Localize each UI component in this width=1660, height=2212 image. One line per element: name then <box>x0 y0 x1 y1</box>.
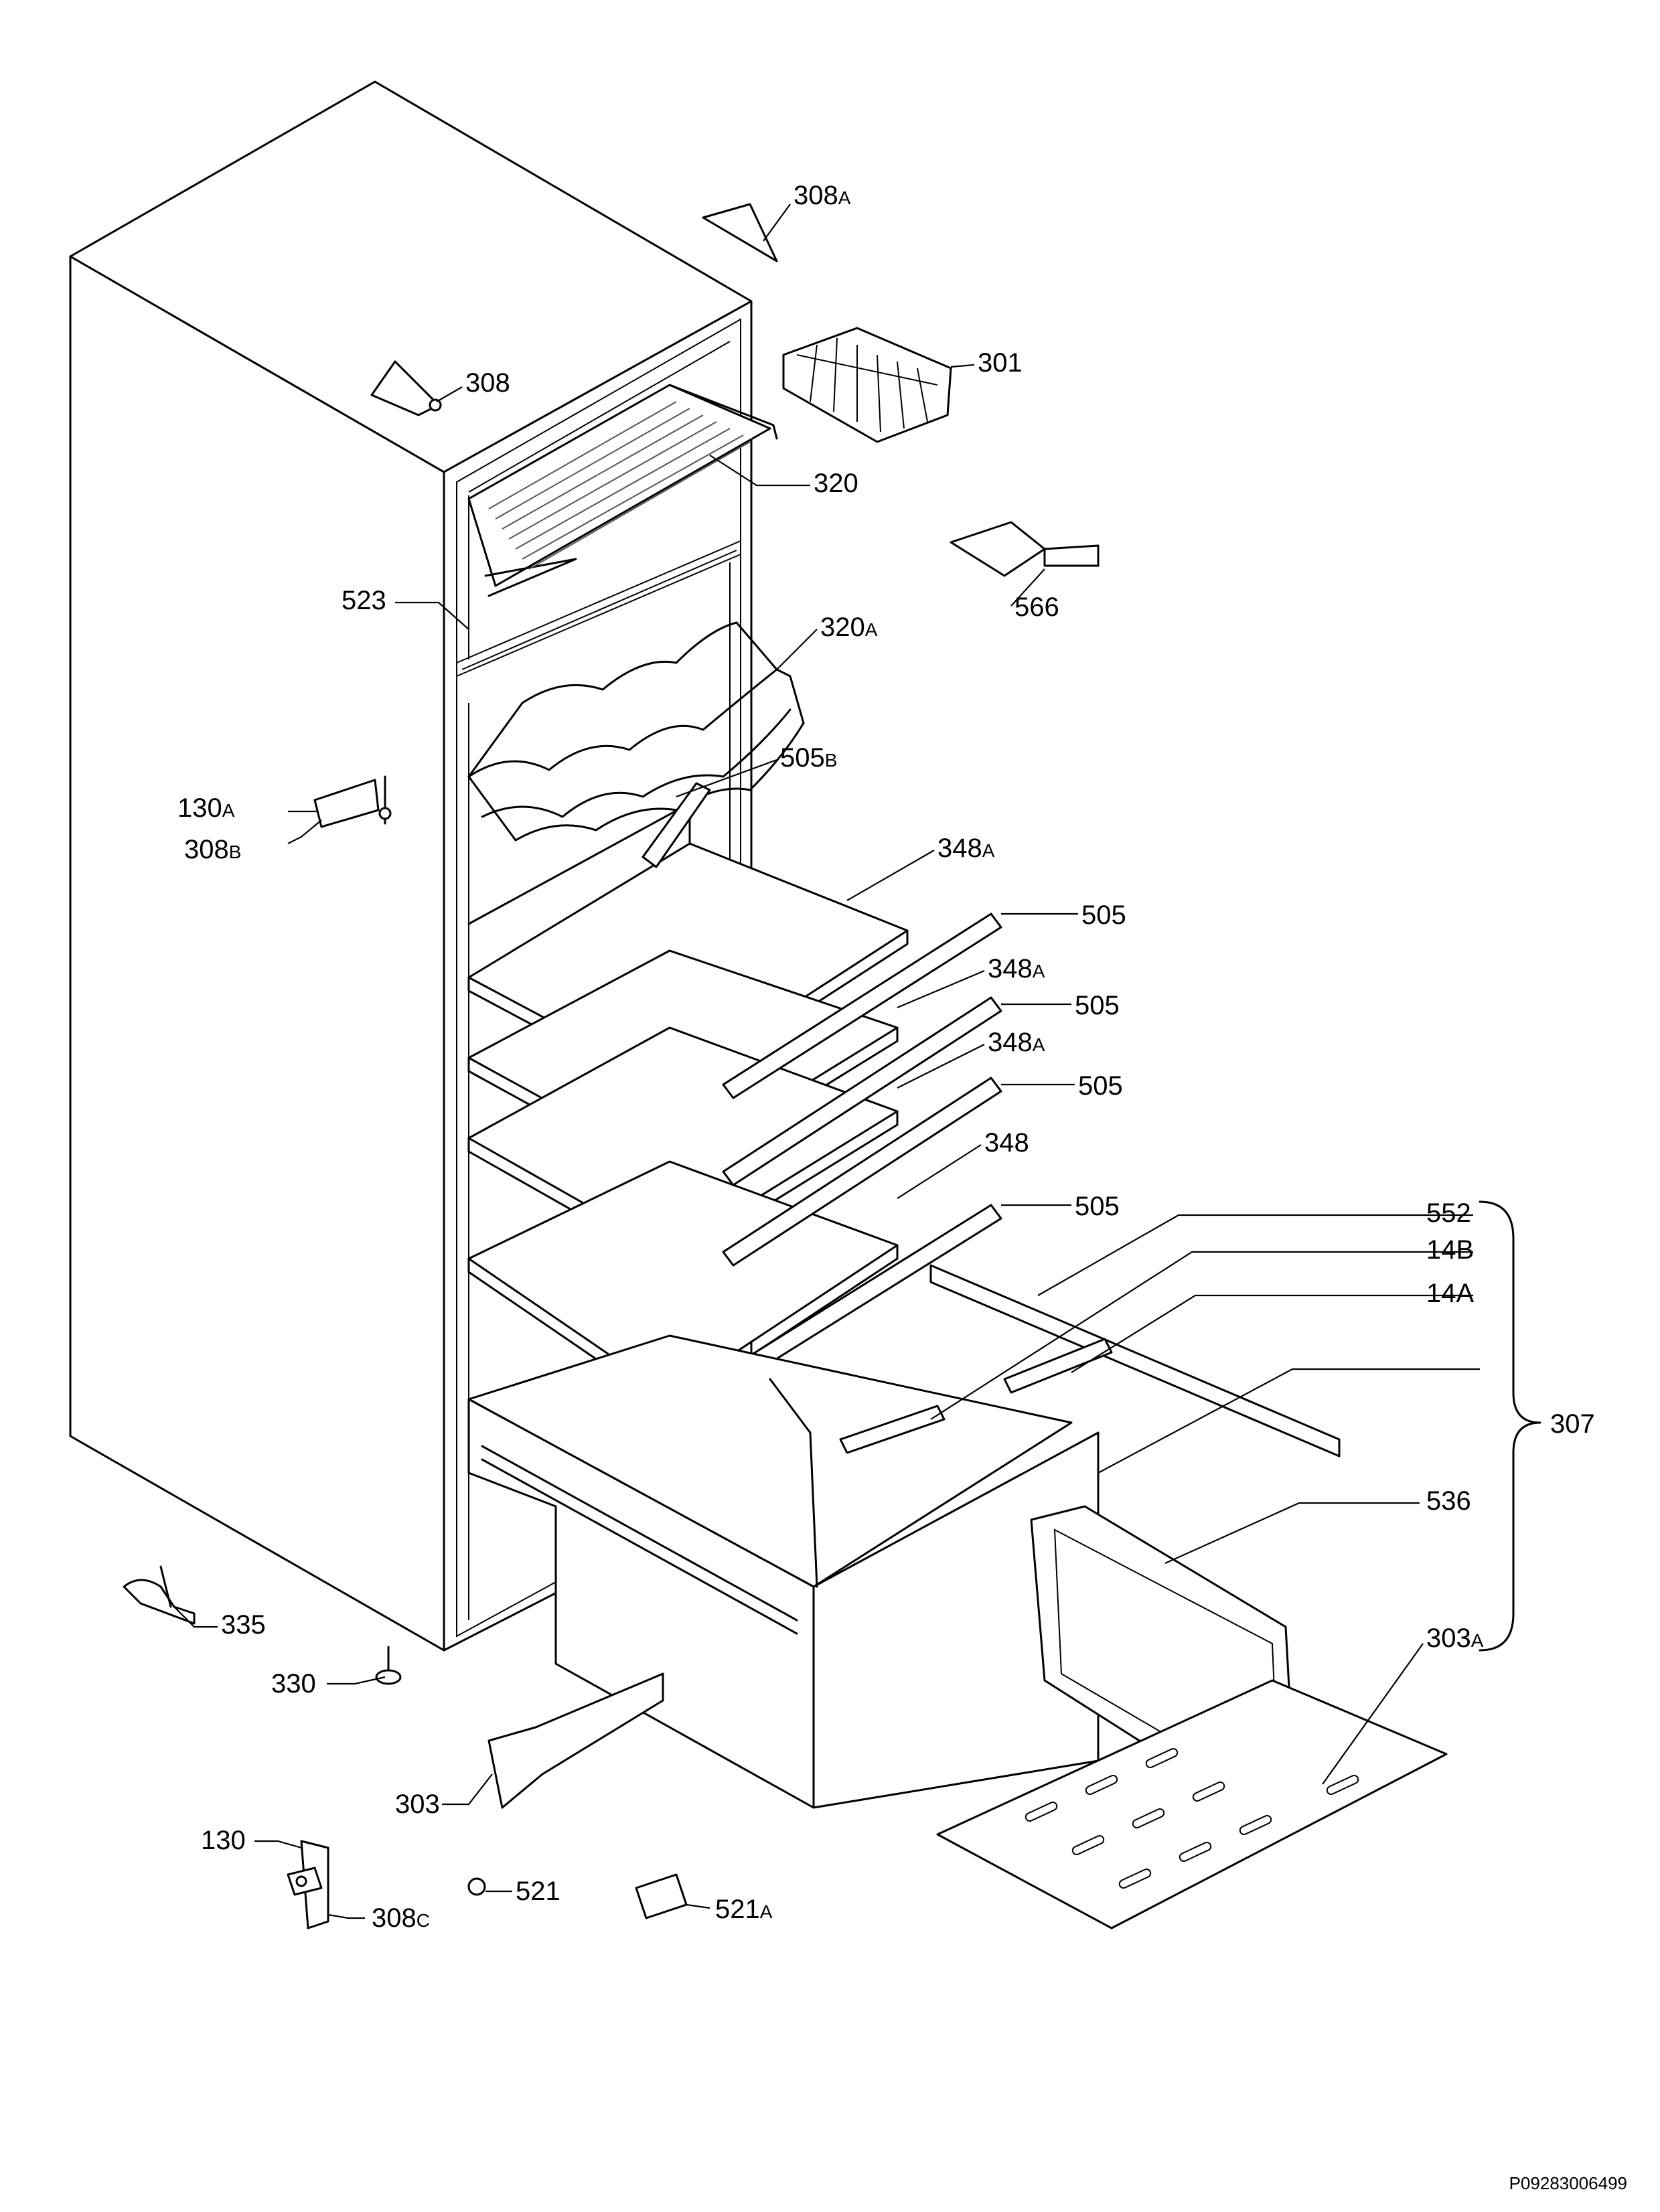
freezer-shelf-320 <box>467 384 778 597</box>
floor-plate-303A <box>936 1679 1448 1929</box>
label-505-4: 505 <box>1075 1192 1120 1221</box>
label-308A: 308A <box>794 181 851 210</box>
crisper-drawer-303 <box>467 1334 1100 1809</box>
shelf-trim-505B <box>642 782 711 868</box>
ice-scraper-566 <box>950 521 1100 577</box>
label-303A: 303A <box>1426 1624 1484 1653</box>
label-301: 301 <box>978 348 1023 378</box>
bracket-308 <box>370 360 442 416</box>
label-308C: 308C <box>372 1903 430 1933</box>
drawer-divider-14A <box>839 1405 946 1454</box>
drawer-rail-552 <box>929 1264 1341 1457</box>
hinge-130-308C <box>287 1840 329 1929</box>
label-505-2: 505 <box>1075 991 1120 1020</box>
label-348A-1: 348A <box>937 834 995 863</box>
drawing-code: P09283006499 <box>1509 2173 1627 2193</box>
label-14A: 14A <box>1426 1279 1474 1308</box>
label-521A: 521A <box>715 1895 773 1924</box>
label-505-1: 505 <box>1081 900 1126 930</box>
label-130: 130 <box>201 1826 246 1855</box>
plinth-303 <box>487 1672 664 1809</box>
label-330: 330 <box>271 1669 316 1698</box>
label-348: 348 <box>984 1128 1029 1158</box>
label-308B: 308B <box>184 835 241 864</box>
shelf-trims-505 <box>722 913 1002 1387</box>
label-521: 521 <box>516 1877 560 1906</box>
label-14B: 14B <box>1426 1235 1474 1265</box>
part-labels: 308A 301 308 320 566 523 320A 505B 130A … <box>177 181 1595 1933</box>
ice-tray-301 <box>782 327 952 443</box>
label-320: 320 <box>814 469 858 498</box>
cap-521 <box>467 1877 486 1896</box>
label-536: 536 <box>1426 1486 1471 1516</box>
label-308: 308 <box>465 368 510 398</box>
label-130A: 130A <box>177 793 235 823</box>
label-505-3: 505 <box>1078 1071 1123 1101</box>
label-566: 566 <box>1014 592 1059 622</box>
foot-bracket-335 <box>123 1565 196 1625</box>
label-523: 523 <box>342 586 386 615</box>
adjustable-foot-330 <box>375 1646 402 1685</box>
label-552: 552 <box>1426 1198 1471 1228</box>
label-320A: 320A <box>820 613 878 642</box>
cover-521A <box>635 1873 688 1919</box>
drawer-divider-14B <box>1003 1338 1113 1394</box>
label-505B: 505B <box>780 743 837 773</box>
label-307: 307 <box>1550 1409 1595 1439</box>
leader-lines <box>173 204 1541 1919</box>
label-348A-3: 348A <box>988 1028 1045 1057</box>
hinge-130A <box>313 775 392 828</box>
label-335: 335 <box>221 1610 266 1640</box>
label-348A-2: 348A <box>988 954 1045 983</box>
bracket-308A <box>702 203 778 262</box>
label-303: 303 <box>395 1790 440 1819</box>
